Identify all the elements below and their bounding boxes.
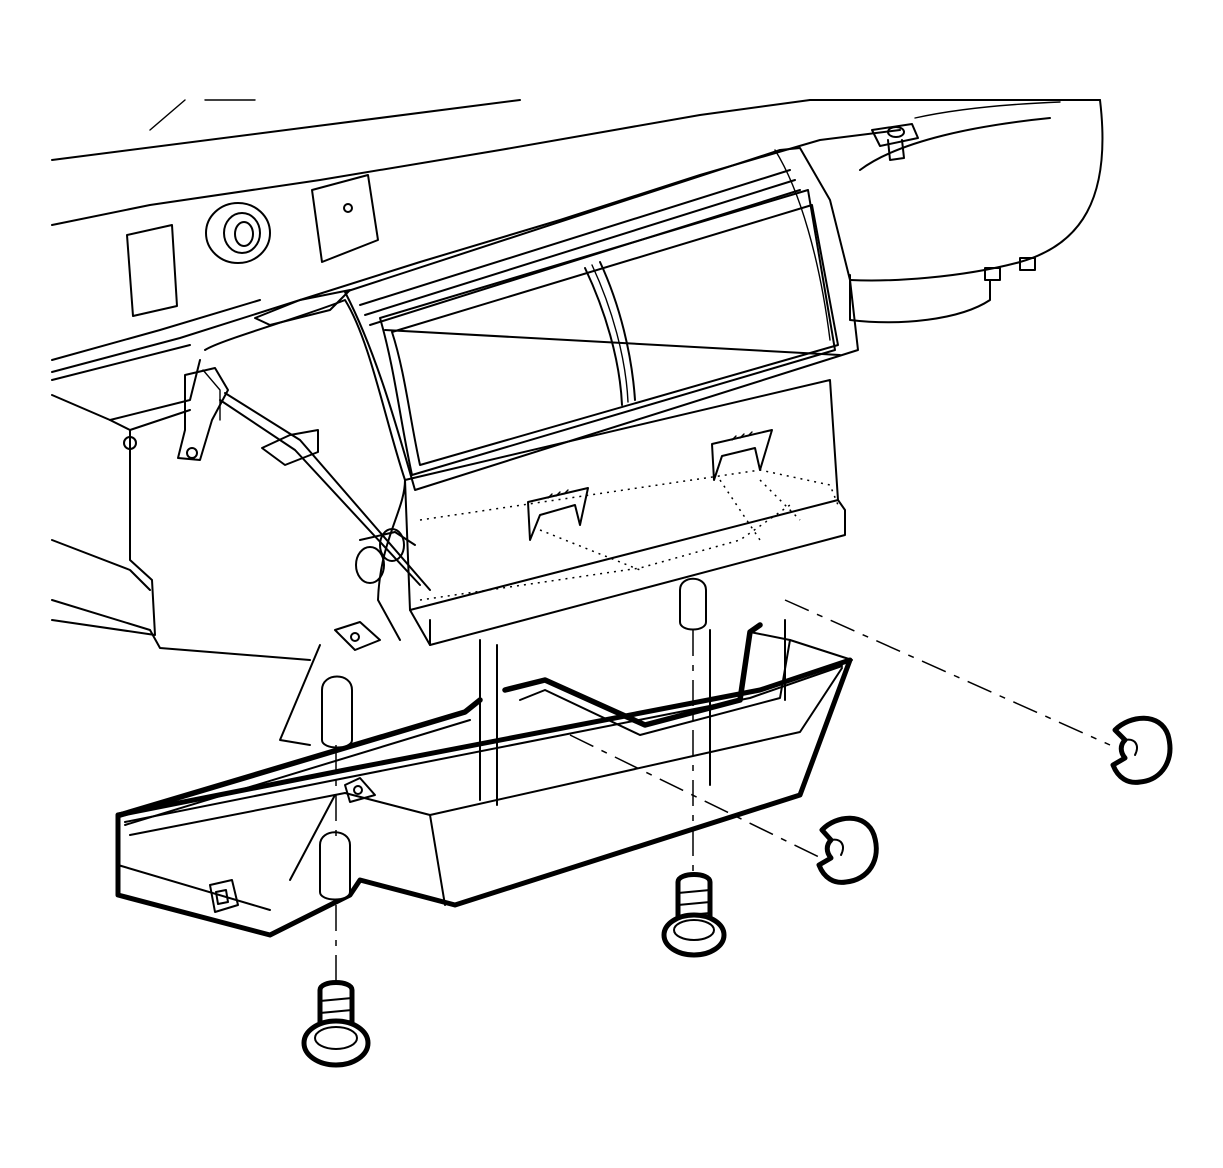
instrument-panel-structure	[51, 99, 901, 381]
alignment-dowels	[319, 577, 707, 901]
explode-lines	[335, 599, 1111, 985]
actuator-knob-icon	[355, 528, 405, 584]
bolt-icon	[661, 872, 727, 958]
retaining-clip	[816, 715, 1173, 885]
retaining-clip-icon	[1110, 715, 1173, 785]
air-inlet-filter-screen	[344, 147, 859, 491]
grommet-icon	[205, 202, 271, 264]
hvac-module-case	[51, 299, 846, 661]
fastener-bolt	[301, 872, 727, 1068]
blower-motor-housing	[809, 99, 1104, 324]
retaining-clip-icon	[871, 123, 919, 161]
bolt-icon	[301, 980, 371, 1068]
retaining-clip-icon	[816, 815, 879, 885]
lower-tray	[115, 619, 853, 938]
